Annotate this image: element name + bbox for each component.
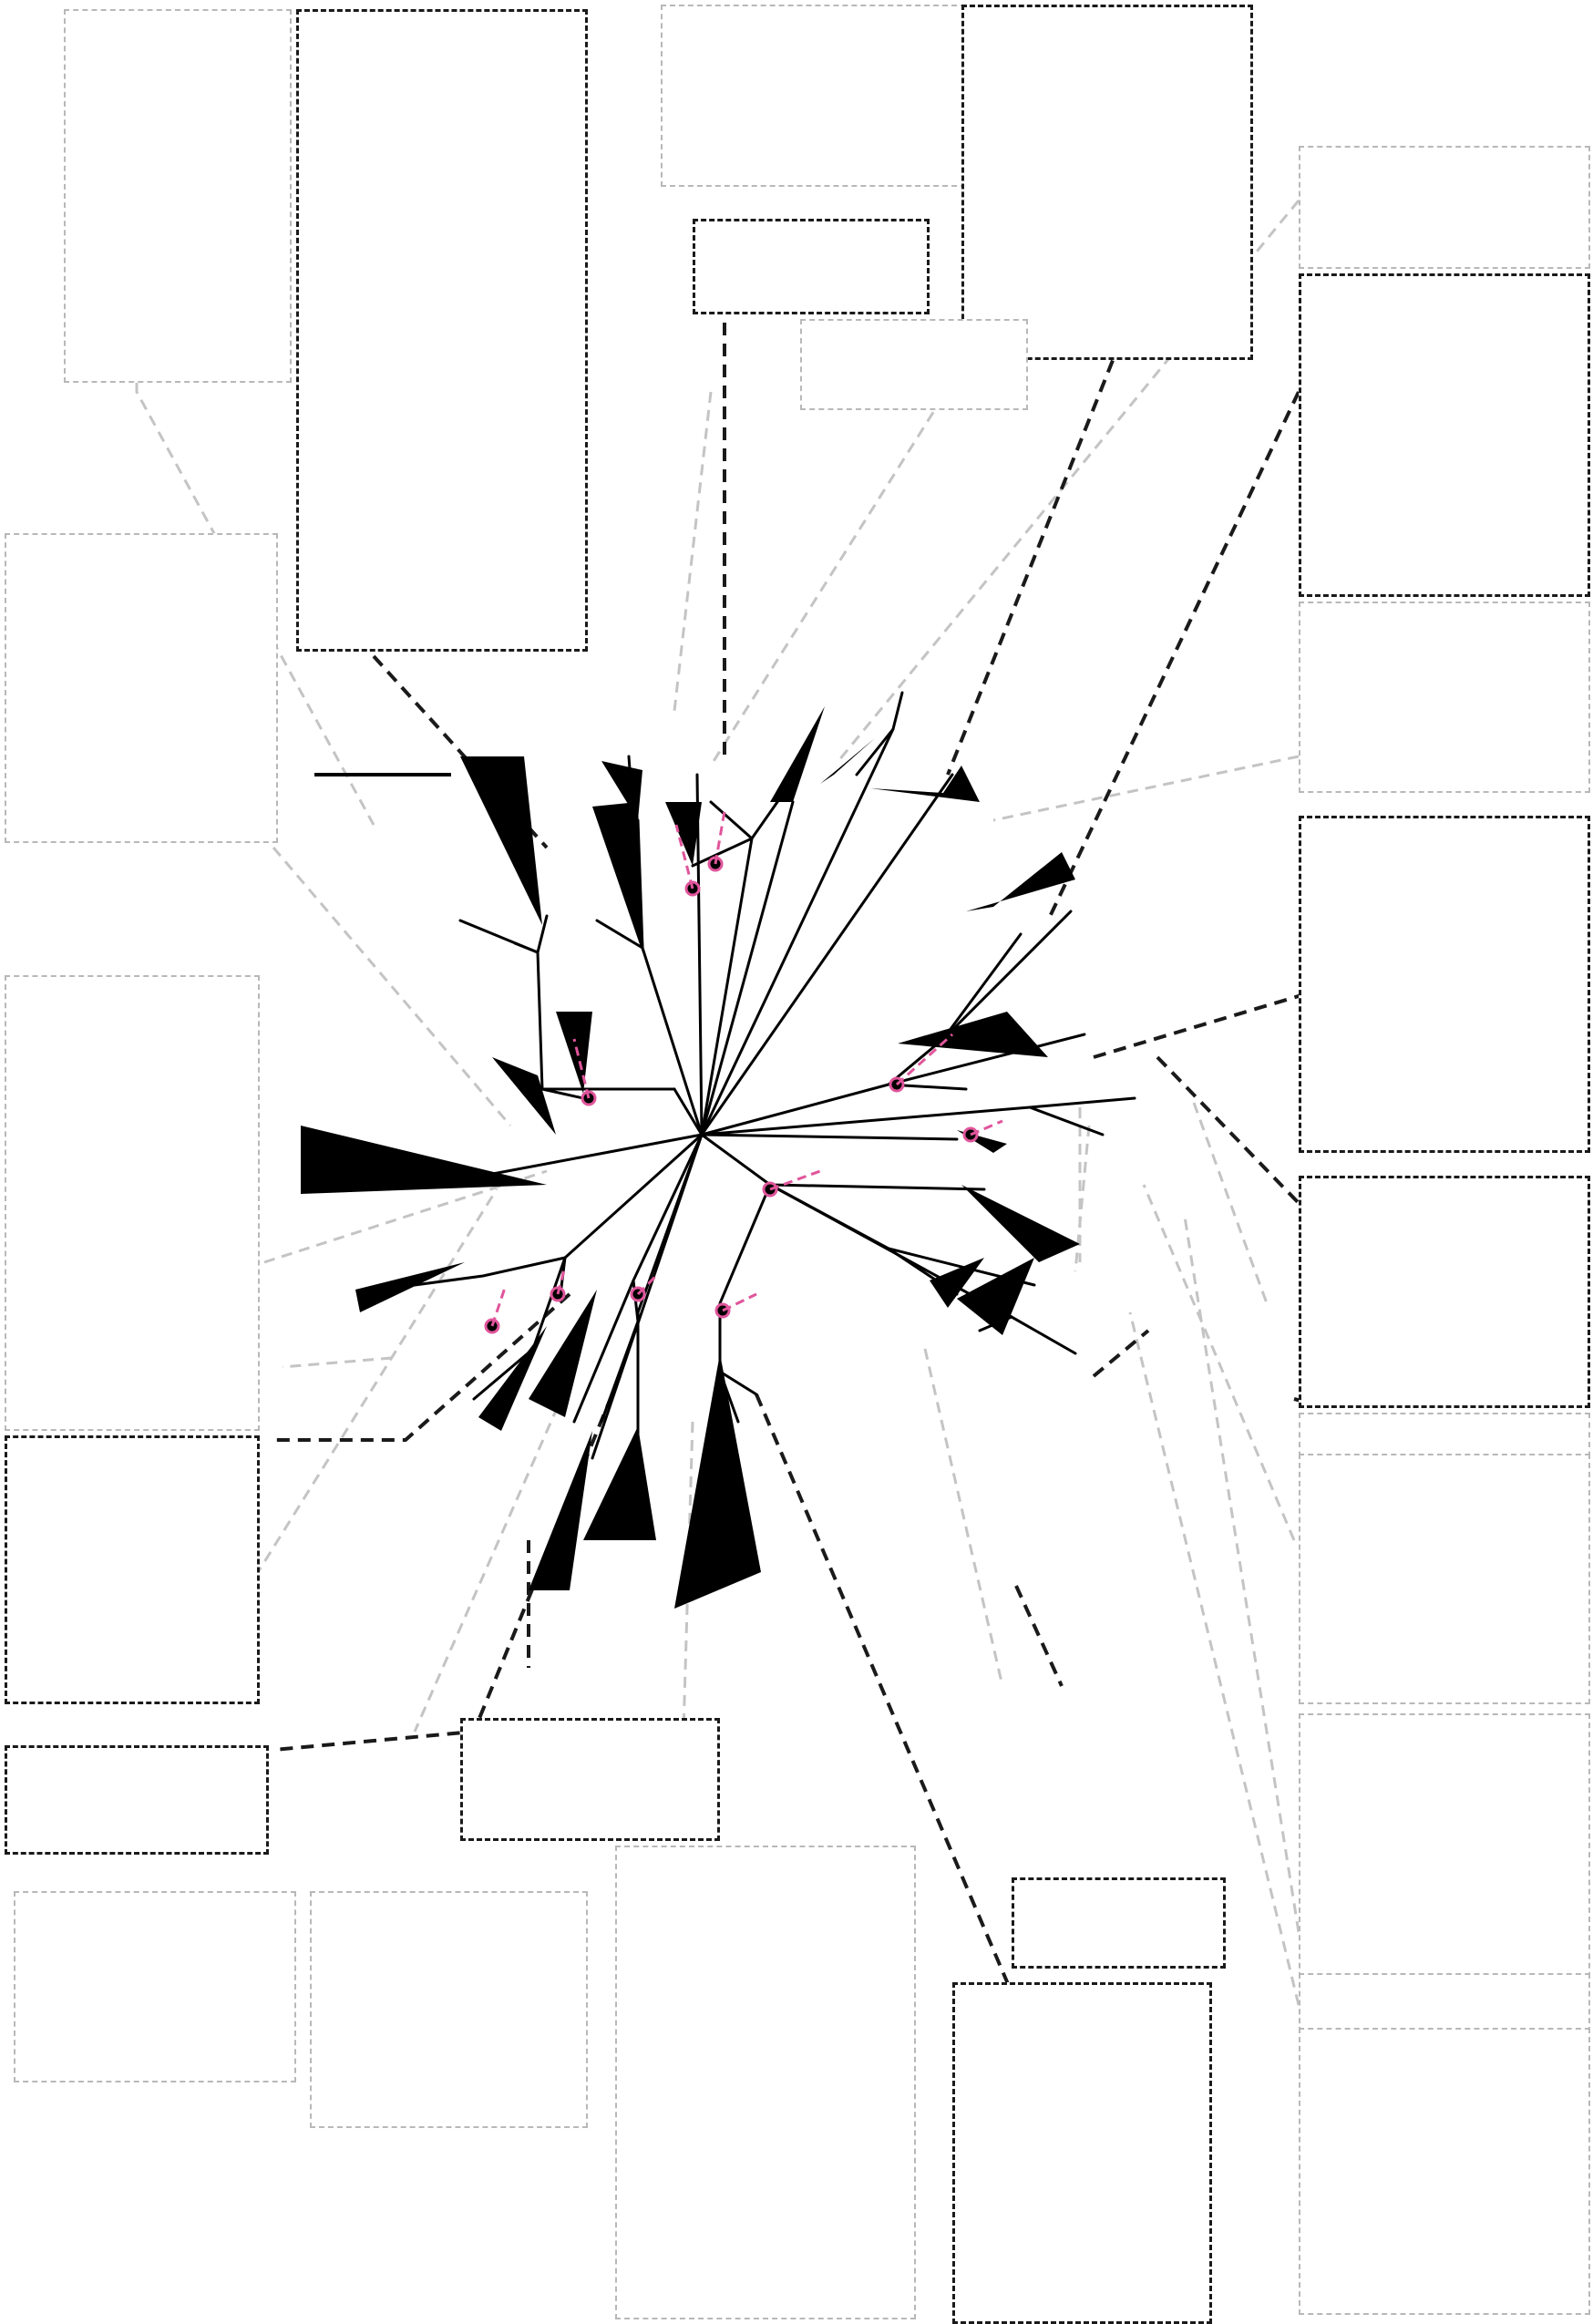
label-box-24 bbox=[615, 1846, 916, 2319]
clade-wedge-2 bbox=[460, 756, 542, 925]
label-box-14 bbox=[5, 975, 260, 1431]
clade-wedge-4 bbox=[665, 802, 702, 866]
label-box-19 bbox=[460, 1718, 720, 1841]
label-box-5 bbox=[693, 219, 930, 314]
node-markers bbox=[484, 856, 979, 1334]
label-box-21 bbox=[1299, 1973, 1590, 2032]
clade-wedge-14 bbox=[957, 1258, 1034, 1335]
clade-wedge-22 bbox=[492, 1057, 556, 1135]
clade-wedge-16 bbox=[529, 1431, 592, 1590]
label-box-6 bbox=[800, 319, 1028, 410]
label-box-17 bbox=[5, 1745, 269, 1855]
label-box-22 bbox=[14, 1891, 296, 2082]
clade-wedge-17 bbox=[583, 1426, 656, 1540]
node-connectors bbox=[490, 810, 1003, 1327]
clade-wedge-21 bbox=[301, 1126, 547, 1194]
label-box-3 bbox=[661, 5, 975, 187]
label-box-23 bbox=[310, 1891, 588, 2128]
label-box-12 bbox=[1299, 1176, 1590, 1408]
label-box-15 bbox=[5, 1435, 260, 1704]
label-box-25 bbox=[952, 1982, 1212, 2324]
clade-wedge-18 bbox=[529, 1290, 597, 1417]
clade-wedge-23 bbox=[592, 802, 642, 952]
collapsed-clades bbox=[301, 706, 1080, 1609]
clade-wedge-13 bbox=[930, 1258, 984, 1308]
clade-wedge-10 bbox=[898, 1012, 1048, 1057]
clade-wedge-1 bbox=[556, 1012, 592, 1094]
clade-wedge-9 bbox=[966, 852, 1075, 911]
clade-wedge-8 bbox=[870, 766, 980, 802]
clade-wedge-20 bbox=[355, 1262, 465, 1312]
label-box-8 bbox=[1299, 273, 1590, 597]
tree-branches bbox=[413, 691, 1136, 1478]
clade-wedge-7 bbox=[820, 738, 875, 784]
clade-wedge-19 bbox=[478, 1326, 547, 1431]
label-box-9 bbox=[1299, 602, 1590, 793]
clade-wedge-6 bbox=[770, 706, 825, 802]
label-box-1 bbox=[64, 9, 292, 383]
label-box-16 bbox=[1299, 1454, 1590, 1704]
label-box-2 bbox=[296, 9, 588, 652]
clade-wedge-15 bbox=[674, 1353, 761, 1609]
label-box-26 bbox=[1299, 2028, 1590, 2315]
label-box-20 bbox=[1012, 1877, 1226, 1969]
label-box-4 bbox=[961, 5, 1253, 360]
label-box-7 bbox=[1299, 146, 1590, 269]
clade-wedge-12 bbox=[961, 1185, 1080, 1262]
label-box-10 bbox=[5, 533, 278, 843]
label-box-18 bbox=[1299, 1713, 1590, 1987]
label-box-11 bbox=[1299, 816, 1590, 1153]
